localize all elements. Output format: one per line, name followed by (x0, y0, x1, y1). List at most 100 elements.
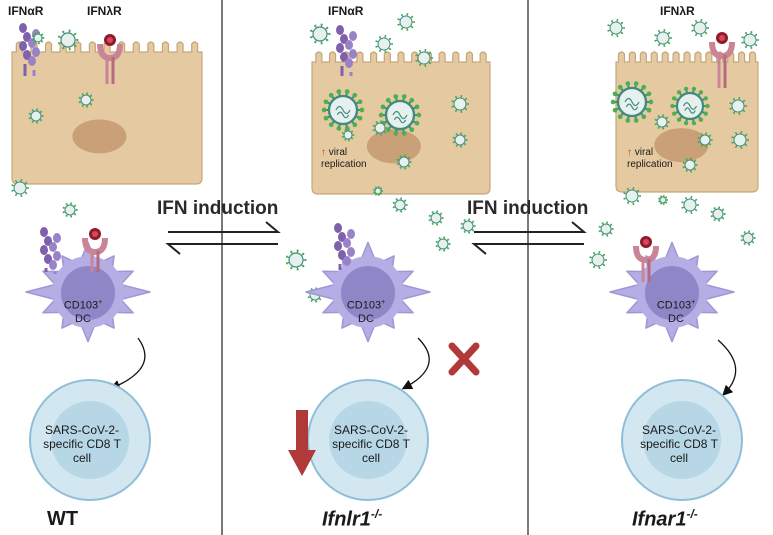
receptor-domain (32, 47, 40, 57)
virus-rna (682, 102, 698, 110)
forward-arrow (168, 221, 281, 233)
virus-spike-tip (734, 146, 737, 149)
virus-spike-tip (62, 211, 65, 214)
virus-spike-tip (605, 259, 608, 261)
virus-spike-tip (723, 213, 726, 215)
epithelial-cell (11, 41, 203, 185)
virus-spike-tip (37, 42, 40, 45)
virus-spike-tip (707, 27, 710, 29)
virus-rna (393, 116, 407, 124)
virus-spike-tip (705, 132, 708, 135)
virus-spike-tip (731, 136, 734, 139)
receptor-domain (345, 58, 353, 68)
virus-particle (341, 128, 355, 142)
virus-spike-tip (623, 197, 626, 200)
virus-spike-tip (315, 300, 318, 303)
virus-spike-tip (76, 38, 79, 42)
virus-body (288, 252, 304, 268)
virus-spike-tip (400, 210, 403, 213)
virus-spike-tip (691, 86, 697, 92)
virus-spike-tip (384, 131, 387, 134)
virus-spike-tip (658, 197, 661, 200)
virus-spike-tip (648, 99, 654, 105)
virus-spike-tip (752, 232, 755, 235)
virus-spike-tip (662, 114, 665, 117)
virus-spike-tip (639, 195, 642, 197)
virus-spike-tip (399, 166, 402, 169)
virus-spike-tip (375, 121, 378, 124)
virus-rna (684, 107, 696, 114)
virus-spike-tip (68, 48, 71, 51)
virus-spike-tip (611, 228, 614, 230)
virus-spike-tip (290, 250, 293, 253)
virus-spike-tip (695, 198, 698, 201)
virus-spike-tip (307, 296, 310, 299)
virus-body (683, 198, 697, 212)
virus-spike-tip (81, 93, 84, 96)
virus-spike-tip (435, 245, 438, 248)
virus-rna (335, 105, 351, 115)
virus-spike-tip (415, 54, 418, 57)
forward-arrow (474, 221, 587, 233)
receptor-domain (53, 251, 61, 261)
ifn-lambda-ligand-core (643, 239, 649, 245)
virus-spike-tip (662, 202, 665, 205)
virus-spike-tip (668, 42, 671, 45)
virus-spike-tip (357, 115, 363, 121)
virus-spike-tip (41, 40, 44, 43)
virus-spike-tip (670, 103, 675, 109)
virus-spike-tip (380, 133, 383, 136)
virus-spike-tip (441, 217, 444, 219)
virus-spike-tip (406, 28, 409, 31)
virus-particle (321, 89, 365, 131)
virus-particle (392, 197, 408, 213)
virus-spike-tip (413, 21, 416, 23)
cd8-t-cell (307, 379, 429, 501)
virus-spike-tip (621, 21, 624, 24)
virus-spike-tip (373, 188, 376, 191)
virus-spike-tip (612, 107, 618, 113)
virus-spike-tip (401, 131, 407, 136)
virus-body (13, 181, 27, 195)
virus-spike-tip (326, 26, 329, 30)
virus-spike-tip (741, 41, 744, 44)
receptor-domain (336, 43, 344, 53)
virus-spike-tip (81, 104, 84, 107)
virus-spike-tip (703, 111, 708, 116)
virus-spike-tip (718, 206, 721, 209)
virus-spike-tip (690, 157, 693, 160)
virus-spike-tip (694, 19, 697, 22)
virus-spike-tip (633, 118, 639, 123)
virus-body (733, 133, 747, 147)
virus-spike-tip (646, 91, 652, 97)
virus-spike-tip (351, 137, 354, 140)
virus-spike-tip (31, 120, 34, 123)
virus-spike-tip (709, 134, 712, 137)
virus-spike-tip (408, 156, 411, 159)
virus-spike-tip (659, 202, 662, 205)
virus-spike-tip (400, 28, 403, 31)
ifnlr-receptor (633, 236, 659, 282)
receptor-domain (349, 49, 357, 59)
virus-spike-tip (62, 30, 65, 33)
receptor-domain (709, 41, 735, 60)
virus-spike-tip (740, 234, 743, 237)
virus-spike-tip (359, 107, 365, 113)
virus-spike-tip (713, 207, 716, 210)
virus-spike-tip (606, 221, 609, 224)
virus-spike-tip (662, 127, 665, 130)
virus-spike-tip (415, 59, 418, 62)
virus-spike-tip (710, 210, 713, 213)
virus-spike-tip (729, 102, 732, 105)
virus-body (399, 15, 413, 29)
virus-particle (681, 196, 700, 214)
virus-spike-tip (411, 26, 414, 29)
virus-spike-tip (745, 105, 748, 107)
dc-label: CD103+DC (656, 299, 696, 325)
virus-spike-tip (443, 249, 446, 252)
virus-spike-tip (380, 104, 386, 110)
virus-particle (682, 157, 698, 173)
virus-spike-tip (392, 201, 395, 204)
virus-spike-tip (654, 118, 657, 121)
virus-spike-tip (400, 13, 403, 16)
